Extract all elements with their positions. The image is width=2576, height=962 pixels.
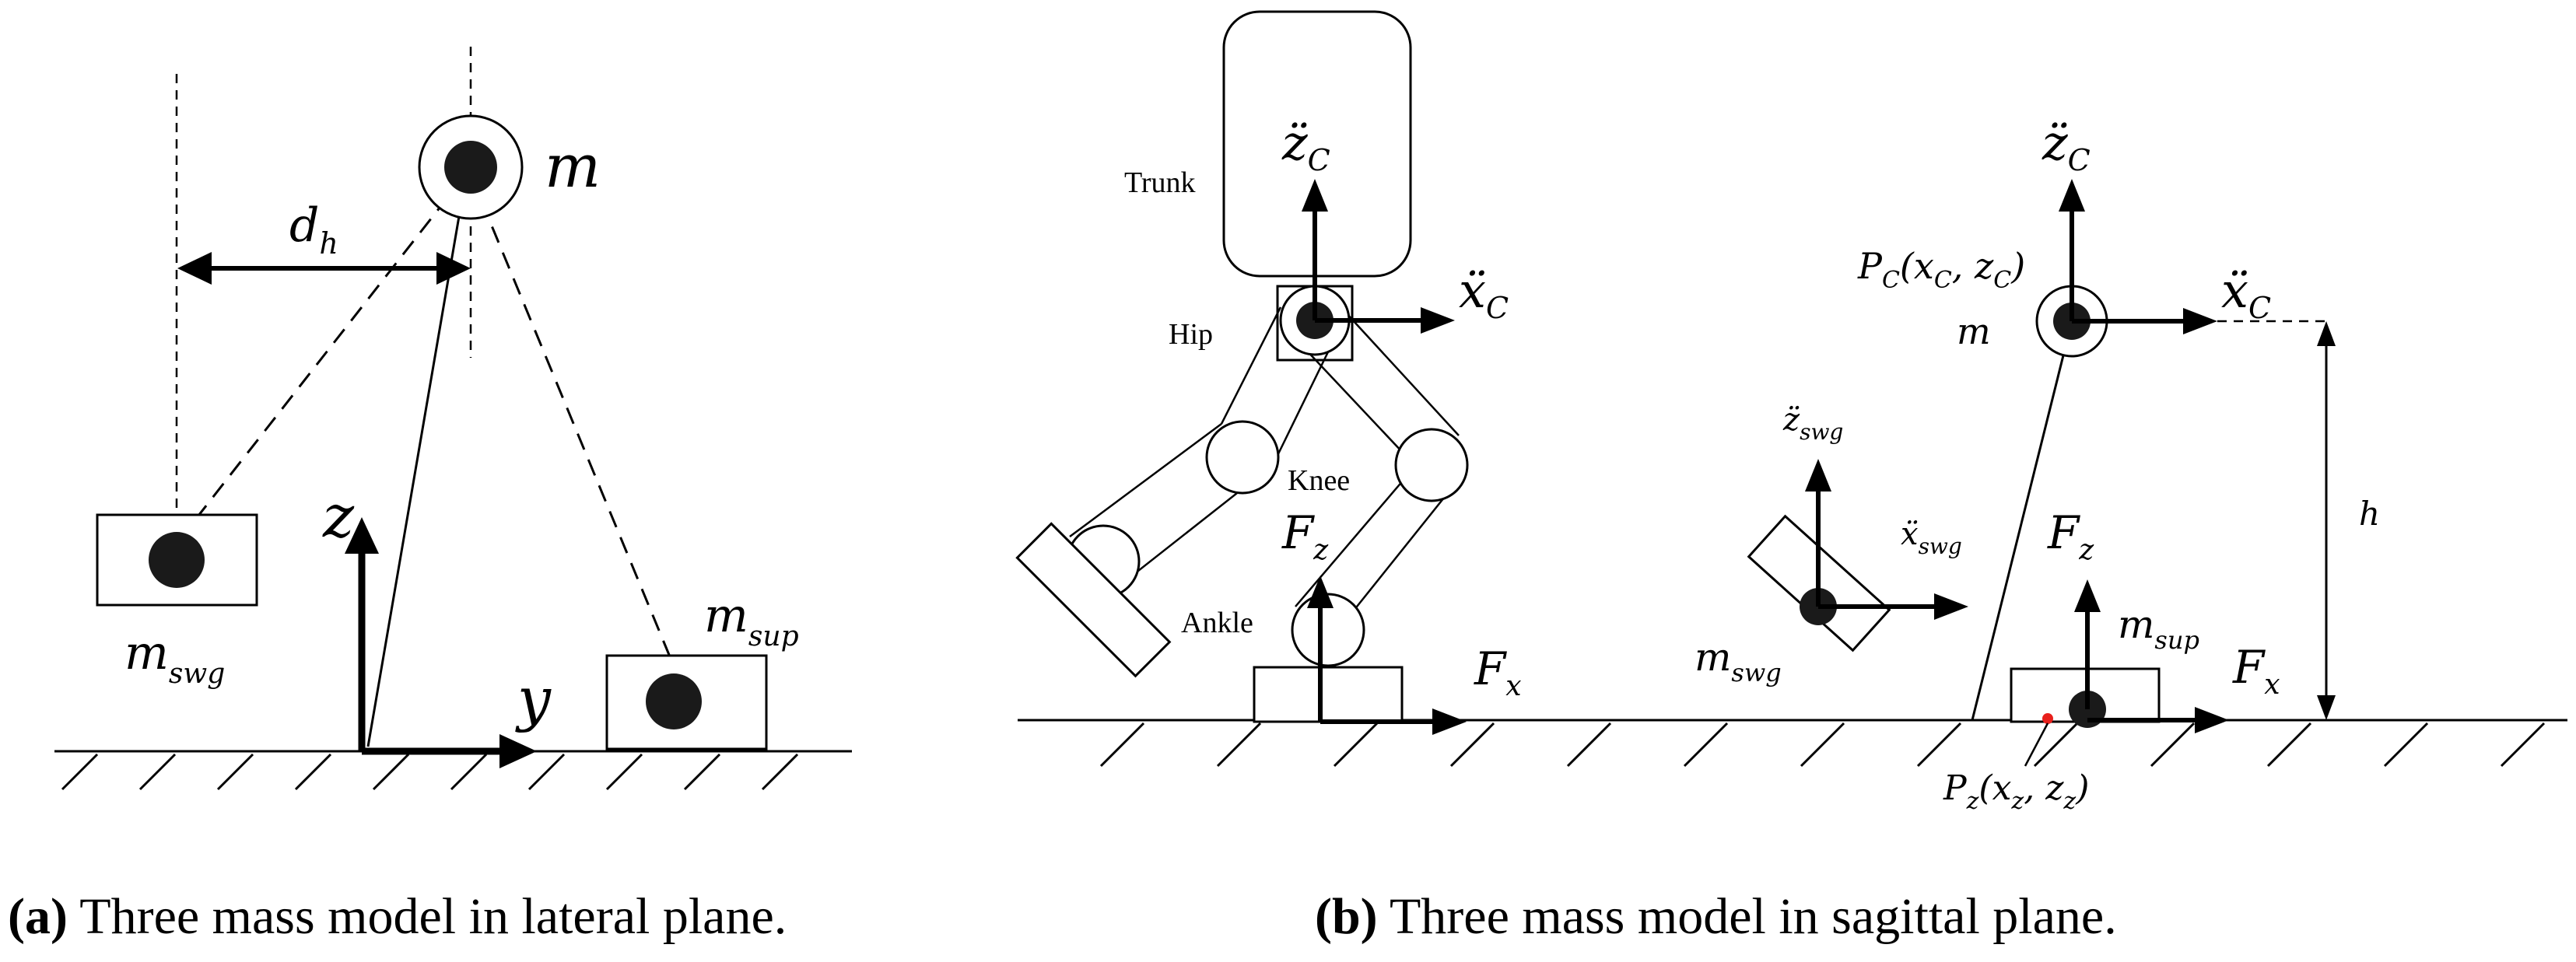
panel-a-y-axis xyxy=(362,734,537,768)
sagittal-fz-label: Fz xyxy=(2047,506,2094,566)
robot-swing-foot xyxy=(1015,522,1172,678)
robot-fx-label: Fx xyxy=(1474,642,1522,702)
sagittal-xc-label: ẍC xyxy=(2221,262,2271,325)
hip-label: Hip xyxy=(1169,318,1213,351)
robot-swing-knee-joint xyxy=(1205,420,1280,495)
swing-leg-dashed-link xyxy=(177,174,467,541)
robot-xc-label: ẍC xyxy=(1459,262,1509,325)
m-swg-label: mswg xyxy=(124,626,225,690)
zmp-position-label: Pz(xz, zz) xyxy=(1943,768,2089,815)
dh-label: dh xyxy=(289,198,338,261)
support-mass-box xyxy=(605,654,768,750)
robot-zc-label: z̈C xyxy=(1281,114,1330,177)
mass-m-node xyxy=(418,114,524,220)
swing-z-accel-arrow xyxy=(1805,459,1831,607)
sagittal-zc-label: z̈C xyxy=(2042,114,2091,177)
sagittal-m-sup-label: msup xyxy=(2118,602,2199,655)
height-h-dimension xyxy=(2317,321,2336,720)
robot-fz-label: Fz xyxy=(1281,506,1329,566)
sagittal-support-leg-line xyxy=(1971,320,2073,721)
panel-a-lateral-plane: dh m mswg msup z y xyxy=(54,47,852,791)
sagittal-m-label: m xyxy=(1957,310,1991,352)
swing-mass-box xyxy=(96,513,258,607)
sagittal-three-mass-model: z̈C ẍC PC(xC, zC) m h xyxy=(1695,114,2380,815)
sagittal-m-swg-label: mswg xyxy=(1695,635,1782,687)
m-sup-label: msup xyxy=(704,589,799,652)
panel-a-ground-hatch xyxy=(61,753,799,791)
sagittal-fx-arrow xyxy=(2087,707,2229,733)
sagittal-fx-label: Fx xyxy=(2232,641,2280,701)
zmp-leader-line xyxy=(2024,722,2049,767)
panel-b-sagittal-plane: Trunk Hip Knee Ankle z̈C ẍC xyxy=(1015,10,2567,815)
swing-x-accel-label: ẍswg xyxy=(1901,516,1962,559)
robot-support-foot xyxy=(1253,666,1404,723)
mass-m-label: m xyxy=(545,131,601,201)
knee-label: Knee xyxy=(1288,464,1350,497)
robot-zc-arrow xyxy=(1302,179,1328,320)
panel-b-caption: (b) Three mass model in sagittal plane. xyxy=(1315,888,2117,945)
robot-support-knee-joint xyxy=(1394,428,1469,502)
robot-support-ankle-joint xyxy=(1291,593,1365,667)
swing-x-accel-arrow xyxy=(1818,593,1968,620)
biped-robot: Trunk Hip Knee Ankle z̈C ẍC xyxy=(1015,10,1522,735)
com-position-label: PC(xC, zC) xyxy=(1857,245,2025,294)
panel-a-caption: (a) Three mass model in lateral plane. xyxy=(8,888,787,945)
panel-b-ground-hatch xyxy=(1099,722,2546,768)
trunk-label: Trunk xyxy=(1124,166,1196,199)
y-axis-label: y xyxy=(515,664,552,733)
robot-fx-arrow xyxy=(1320,708,1467,735)
height-h-label: h xyxy=(2359,495,2380,533)
sagittal-xc-arrow xyxy=(2072,308,2217,334)
sagittal-zc-arrow xyxy=(2059,179,2085,321)
zmp-marker xyxy=(2042,713,2053,724)
dh-double-arrow xyxy=(177,252,471,285)
panel-a-z-axis xyxy=(345,517,379,751)
robot-xc-arrow xyxy=(1315,307,1455,334)
z-axis-label: z xyxy=(322,481,355,551)
robot-fz-arrow xyxy=(1307,575,1334,722)
swing-z-accel-label: z̈swg xyxy=(1782,402,1843,445)
support-leg-line xyxy=(366,170,468,747)
support-leg-dashed-link xyxy=(469,174,671,656)
ankle-label: Ankle xyxy=(1181,607,1253,639)
sagittal-fz-arrow xyxy=(2074,579,2101,709)
